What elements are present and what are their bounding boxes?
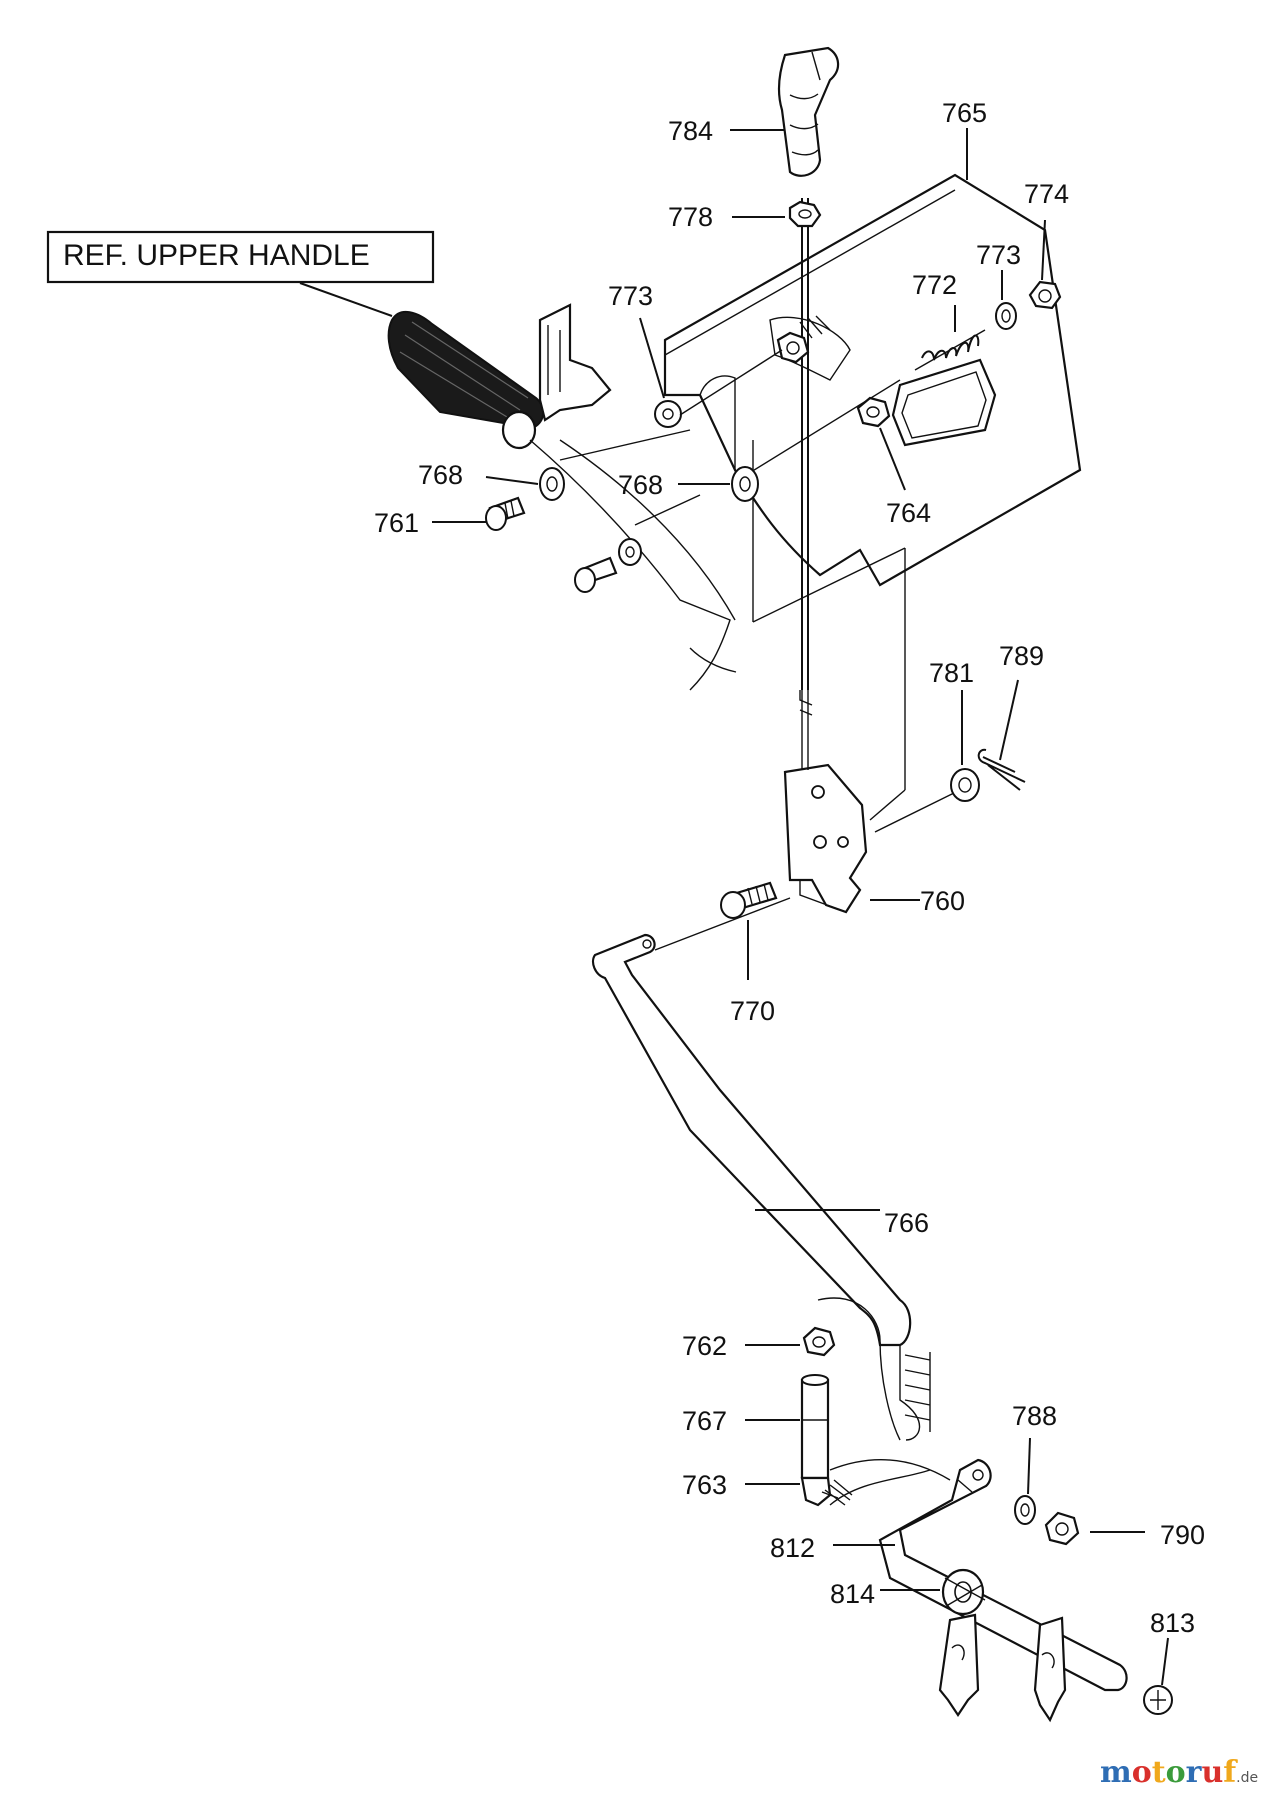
- nut-764: [856, 396, 906, 491]
- wm-letter-2: t: [1152, 1755, 1166, 1790]
- wm-letter-3: o: [1166, 1755, 1186, 1790]
- label-760: 760: [920, 886, 965, 916]
- bolt-761: [432, 496, 526, 531]
- reference-box-text: REF. UPPER HANDLE: [63, 239, 370, 272]
- collar-814: [880, 1568, 986, 1616]
- label-763: 763: [682, 1470, 727, 1500]
- wm-letter-5: u: [1201, 1755, 1223, 1790]
- wm-letter-1: o: [1132, 1755, 1152, 1790]
- pivot-nut: [776, 331, 810, 364]
- swivel-767: [745, 1374, 830, 1480]
- spring-772: [914, 305, 986, 371]
- wm-letter-6: f: [1223, 1755, 1238, 1790]
- label-767: 767: [682, 1406, 727, 1436]
- washer-768-right: [678, 466, 759, 502]
- label-788: 788: [1012, 1401, 1057, 1431]
- label-770: 770: [730, 996, 775, 1026]
- clip-pin-789: [977, 679, 1026, 791]
- label-772: 772: [912, 270, 957, 300]
- label-813: 813: [1150, 1608, 1195, 1638]
- shift-rod-766: [591, 933, 931, 1441]
- label-765: 765: [942, 98, 987, 128]
- label-773-left: 773: [608, 281, 653, 311]
- assembly-guides-lower: [654, 897, 951, 1506]
- label-766: 766: [884, 1208, 929, 1238]
- label-790: 790: [1160, 1520, 1205, 1550]
- label-784: 784: [668, 116, 713, 146]
- ferrule-763: [745, 1476, 853, 1507]
- console-panel: [663, 128, 1082, 587]
- label-789: 789: [999, 641, 1044, 671]
- shift-bracket-760: [783, 690, 920, 914]
- nut-790: [1044, 1511, 1145, 1546]
- shift-fork-left: [938, 1613, 980, 1717]
- wm-letter-4: r: [1186, 1755, 1203, 1790]
- nut-774: [1028, 219, 1062, 310]
- label-768-left: 768: [418, 460, 463, 490]
- label-812: 812: [770, 1533, 815, 1563]
- label-764: 764: [886, 498, 931, 528]
- label-762: 762: [682, 1331, 727, 1361]
- reference-box: REF. UPPER HANDLE: [46, 230, 435, 317]
- watermark-wordmark: motoruf.de: [1100, 1755, 1258, 1790]
- watermark-logo: motoruf.de: [1100, 1755, 1258, 1790]
- washer-768-left: [485, 467, 565, 501]
- e-clip-813: [1143, 1637, 1173, 1715]
- washer-773-right: [995, 270, 1017, 330]
- nut-762: [745, 1326, 836, 1357]
- label-761: 761: [374, 508, 419, 538]
- shift-shaft-812: [833, 1458, 1128, 1692]
- label-768-right: 768: [618, 470, 663, 500]
- bolt-770: [720, 881, 778, 980]
- label-774: 774: [1024, 179, 1069, 209]
- part-labels: 784 765 778 774 773 772 773 768 768 761 …: [374, 98, 1205, 1638]
- bolt-lower: [574, 538, 642, 593]
- assembly-leaders: [559, 349, 957, 833]
- label-778: 778: [668, 202, 713, 232]
- wm-letter-0: m: [1100, 1755, 1132, 1790]
- wm-tld: .de: [1236, 1770, 1258, 1786]
- upper-handle-grip: [387, 303, 737, 691]
- nut-778: [732, 200, 822, 228]
- washer-781: [950, 690, 980, 802]
- shift-knob: [730, 46, 840, 177]
- shift-rod: [801, 198, 809, 690]
- washer-788: [1014, 1437, 1036, 1525]
- shift-fork-right: [1033, 1616, 1067, 1723]
- label-814: 814: [830, 1579, 875, 1609]
- label-773-right: 773: [976, 240, 1021, 270]
- label-781: 781: [929, 658, 974, 688]
